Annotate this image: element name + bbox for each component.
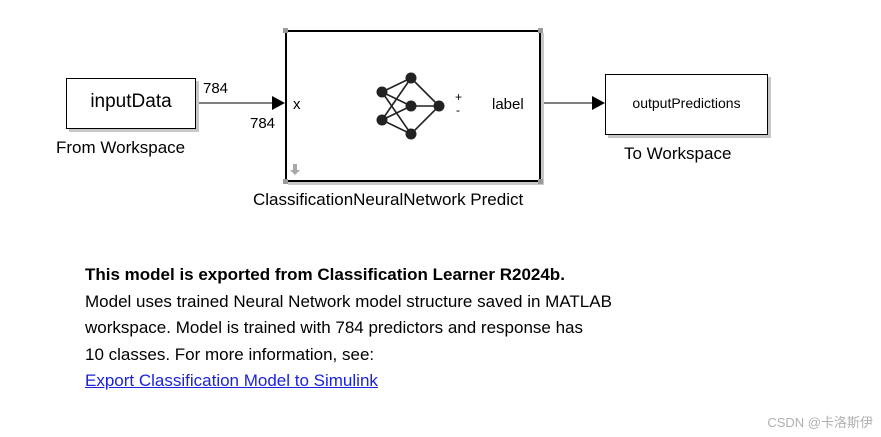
signal-dimension-top: 784	[203, 80, 229, 97]
from-workspace-caption: From Workspace	[56, 138, 186, 157]
input-arrowhead	[272, 96, 285, 110]
output-arrowhead	[592, 96, 605, 110]
to-workspace-block[interactable]: outputPredictions	[605, 74, 768, 135]
annotation-line-2: workspace. Model is trained with 784 pre…	[85, 318, 583, 337]
model-annotation: This model is exported from Classificati…	[85, 262, 745, 395]
resize-handle-bl[interactable]	[283, 179, 288, 184]
resize-handle-tl[interactable]	[283, 28, 288, 33]
resize-handle-br[interactable]	[538, 179, 543, 184]
watermark: CSDN @卡洛斯伊	[767, 415, 873, 430]
down-arrow-icon	[290, 164, 300, 175]
to-workspace-caption: To Workspace	[624, 144, 732, 163]
annotation-line-1: Model uses trained Neural Network model …	[85, 291, 612, 311]
predict-caption: ClassificationNeuralNetwork Predict	[253, 190, 524, 209]
input-port-x: x	[293, 96, 301, 113]
annotation-line-3: 10 classes. For more information, see:	[85, 344, 375, 364]
score-plus: +	[455, 90, 463, 104]
annotation-heading: This model is exported from Classificati…	[85, 265, 565, 284]
from-workspace-block[interactable]: inputData	[66, 78, 196, 129]
resize-handle-tr[interactable]	[538, 28, 543, 33]
output-port-label: label	[492, 96, 524, 113]
signal-dimension-bottom: 784	[250, 115, 276, 132]
from-workspace-label: inputData	[90, 91, 172, 112]
to-workspace-label: outputPredictions	[632, 95, 741, 111]
export-doc-link[interactable]: Export Classification Model to Simulink	[85, 371, 378, 390]
score-minus: -	[456, 103, 460, 117]
classification-predict-block[interactable]: x label + -	[283, 28, 543, 184]
neural-network-icon	[376, 72, 445, 140]
